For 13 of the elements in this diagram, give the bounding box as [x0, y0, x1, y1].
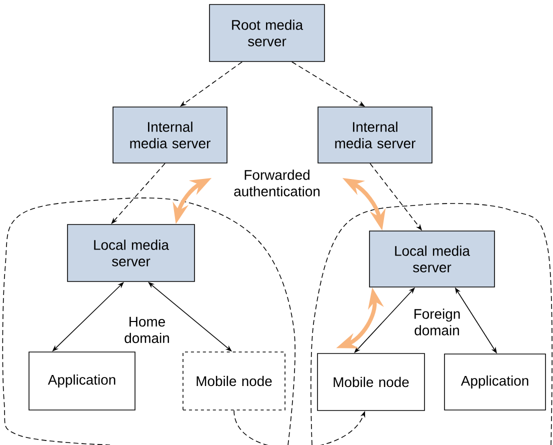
server-box: Local media server	[369, 230, 495, 288]
server-box: Internal media server	[112, 106, 228, 164]
server-box: Internal media server	[318, 106, 432, 164]
domain-label: Home domain	[124, 316, 169, 344]
annotation-text: Forwarded authentication	[234, 170, 320, 196]
device-box: Application	[28, 352, 136, 410]
server-box: Root media server	[209, 4, 325, 62]
device-box: Application	[444, 354, 546, 410]
device-box: Mobile node	[182, 352, 286, 410]
device-box: Mobile node	[317, 353, 425, 411]
arrow	[234, 410, 366, 445]
server-box: Local media server	[67, 224, 195, 282]
domain-label: Foreign domain	[414, 308, 460, 336]
